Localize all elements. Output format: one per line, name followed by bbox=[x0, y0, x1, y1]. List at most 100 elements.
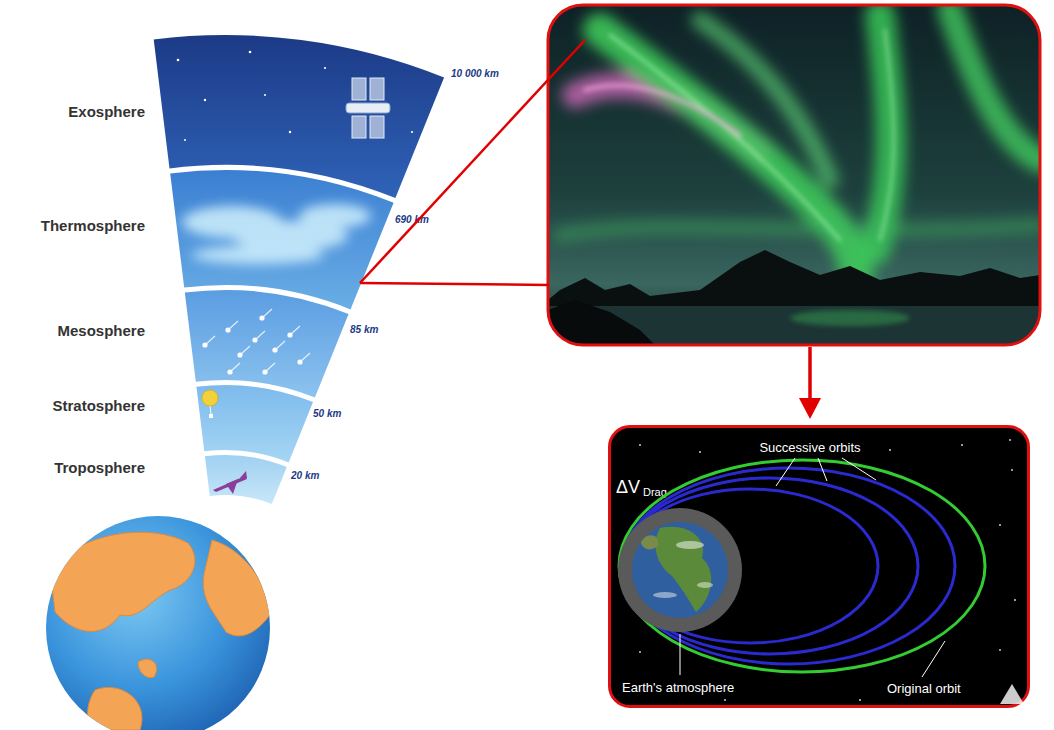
orbit-label: Successive orbits bbox=[759, 441, 860, 456]
layer-band bbox=[170, 170, 393, 309]
satellite-icon bbox=[370, 78, 384, 100]
meteor-streaks bbox=[263, 370, 267, 374]
exosphere-stars bbox=[289, 131, 291, 133]
meteor-streaks bbox=[240, 346, 250, 355]
satellite-icon bbox=[346, 103, 390, 113]
layer-name: Troposphere bbox=[54, 459, 145, 476]
meteor-streaks bbox=[228, 321, 238, 330]
meteor-streaks bbox=[265, 363, 275, 372]
aurora-streaks bbox=[610, 35, 840, 240]
atmosphere-ring bbox=[618, 508, 742, 632]
altitude-label: 690 km bbox=[395, 214, 429, 226]
mountain-silhouette bbox=[548, 250, 1040, 306]
thermosphere-glow bbox=[192, 246, 324, 264]
globe-land bbox=[138, 659, 157, 677]
globe-land bbox=[88, 687, 142, 730]
meteor-streaks bbox=[262, 309, 272, 318]
meteor-streaks bbox=[275, 341, 285, 350]
decayed-orbit bbox=[622, 478, 918, 654]
layer-band bbox=[205, 455, 287, 504]
water-reflection bbox=[790, 310, 910, 326]
weather-balloon bbox=[210, 406, 211, 414]
satellite-icon bbox=[352, 78, 366, 100]
night-sky bbox=[548, 5, 1040, 345]
zoom-lines bbox=[360, 283, 549, 285]
altitude-label: 10 000 km bbox=[451, 68, 499, 80]
meteor-streaks bbox=[298, 360, 302, 364]
space-stars bbox=[1014, 599, 1016, 601]
layer-name: Exosphere bbox=[68, 103, 145, 120]
decayed-orbit bbox=[622, 468, 955, 664]
space-stars bbox=[699, 451, 701, 453]
exosphere-stars bbox=[324, 67, 326, 69]
space-stars bbox=[999, 649, 1001, 651]
space-stars bbox=[639, 651, 641, 653]
globe-land bbox=[50, 532, 272, 730]
text-anchor: Mesosphere bbox=[57, 322, 145, 340]
aurora-photo bbox=[548, 5, 1040, 345]
space-stars bbox=[1011, 469, 1013, 471]
earth-surface bbox=[640, 535, 658, 549]
layer-name: Stratosphere bbox=[52, 397, 145, 414]
exosphere-stars bbox=[177, 59, 180, 62]
aurora-streaks bbox=[585, 30, 894, 240]
leader-lines bbox=[776, 458, 795, 486]
earth-disc bbox=[632, 522, 728, 618]
altitude-label: 20 km bbox=[291, 470, 319, 482]
satellite-icon bbox=[352, 116, 366, 138]
space-stars bbox=[639, 439, 1016, 701]
earth-surface bbox=[697, 582, 713, 588]
weather-balloon bbox=[209, 414, 213, 418]
text-anchor: Stratosphere bbox=[52, 397, 145, 415]
earth-surface bbox=[676, 541, 704, 549]
leader-lines bbox=[680, 458, 945, 677]
text-anchor: 85 km bbox=[350, 319, 378, 337]
exosphere-stars bbox=[264, 94, 266, 96]
aurora-streaks bbox=[880, 30, 894, 240]
exosphere-stars bbox=[184, 139, 186, 141]
delta-v-symbol: ΔV bbox=[616, 477, 640, 498]
earth-surface bbox=[640, 527, 713, 612]
text-anchor: Thermosphere bbox=[41, 217, 145, 235]
airplane-icon bbox=[213, 471, 247, 494]
text-anchor: Original orbit bbox=[887, 679, 961, 697]
layer-shape bbox=[170, 170, 395, 311]
text-anchor: Troposphere bbox=[54, 459, 145, 477]
leader-lines bbox=[818, 458, 827, 481]
zoom-lines bbox=[799, 398, 821, 419]
text-anchor: 10 000 km bbox=[451, 63, 499, 81]
aurora-glow bbox=[700, 20, 830, 180]
exosphere-stars bbox=[411, 131, 413, 133]
exosphere-stars bbox=[394, 47, 396, 49]
text-anchor: 50 km bbox=[313, 403, 341, 421]
zoom-lines bbox=[360, 40, 585, 283]
atmosphere-layer: Stratosphere50 km bbox=[196, 385, 314, 464]
layer-band bbox=[185, 290, 349, 397]
thermosphere-glow bbox=[182, 206, 282, 238]
layer-name: Mesosphere bbox=[57, 322, 145, 339]
text-anchor: Earth's atmosphere bbox=[622, 678, 734, 696]
space-stars bbox=[859, 699, 861, 701]
orbit-illustration bbox=[618, 439, 1024, 704]
leader-lines bbox=[842, 458, 876, 480]
text-anchor: Drag bbox=[643, 482, 667, 500]
aurora-photo bbox=[548, 5, 1040, 348]
exosphere-stars bbox=[249, 51, 252, 54]
layer-shape bbox=[204, 455, 287, 506]
thermosphere-glow bbox=[232, 221, 348, 251]
space-stars bbox=[724, 699, 726, 701]
photo-frame bbox=[548, 5, 1040, 345]
weather-balloon bbox=[202, 390, 218, 406]
text-anchor: Exosphere bbox=[68, 103, 145, 121]
aurora-glow bbox=[560, 10, 1040, 285]
leader-lines bbox=[922, 641, 945, 677]
meteor-streaks bbox=[300, 353, 310, 362]
orbit-panel: Successive orbitsΔVDragEarth's atmospher… bbox=[608, 425, 1030, 708]
original-orbit bbox=[619, 460, 985, 672]
leader-lines bbox=[680, 634, 681, 675]
altitude-label: 85 km bbox=[350, 324, 378, 336]
text-anchor: 690 km bbox=[395, 209, 429, 227]
exosphere-stars bbox=[177, 47, 413, 141]
